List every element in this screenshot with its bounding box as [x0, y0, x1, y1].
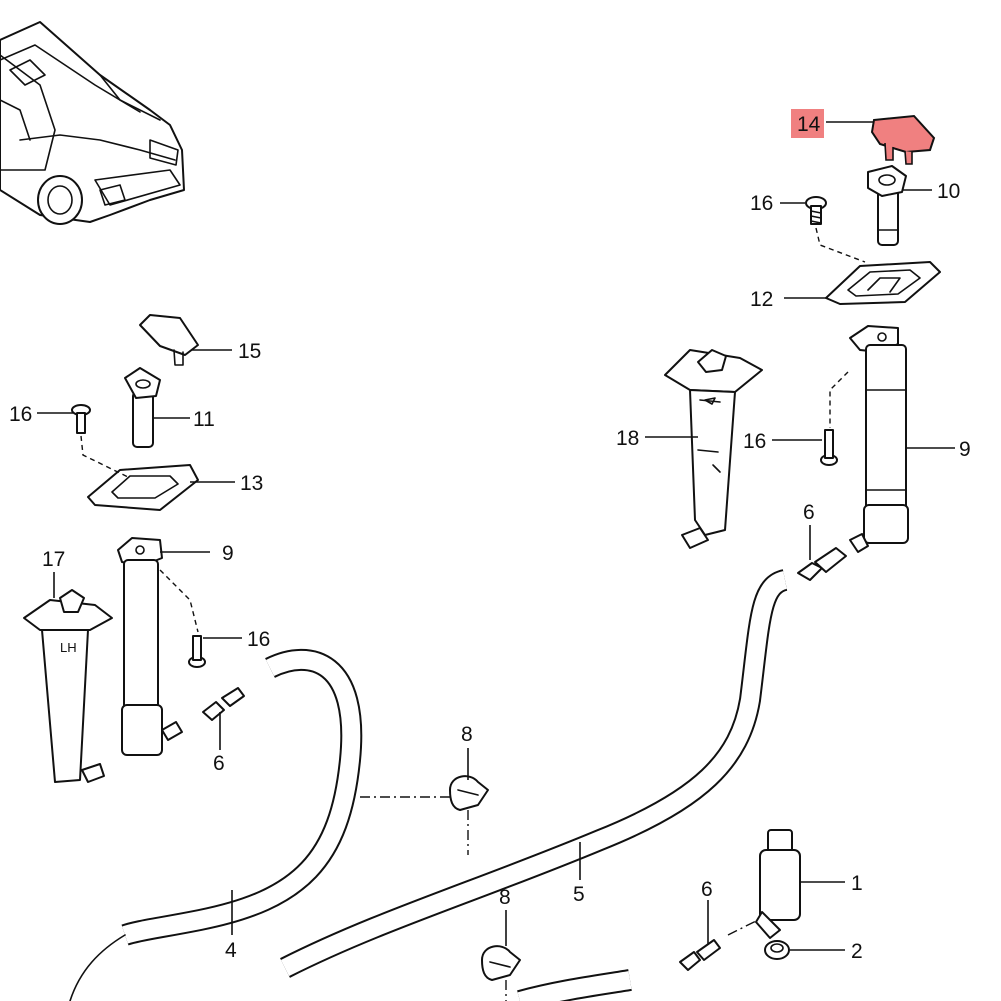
part-4-hose [69, 648, 363, 1001]
lower-hose-segment [517, 969, 632, 1001]
callout-10: 10 [937, 180, 960, 203]
vehicle-thumbnail [0, 21, 185, 225]
callout-16-right: 16 [743, 430, 766, 453]
part-11-nozzle [124, 367, 161, 448]
callout-2: 2 [851, 940, 863, 963]
cap-14-shape [870, 114, 936, 154]
part-9-cylinder-right [849, 325, 909, 553]
part-16-screw-top [805, 196, 827, 225]
callout-11: 11 [193, 408, 215, 431]
callout-labels: 14 10 16 12 9 16 18 6 15 11 16 13 9 16 1… [9, 113, 971, 963]
part-16-screw-left-top [71, 404, 91, 434]
part-14-cap-highlighted [870, 114, 936, 165]
callout-14-highlight [791, 109, 824, 138]
callout-4: 4 [225, 939, 237, 962]
callout-13: 13 [240, 472, 263, 495]
callout-9-left: 9 [222, 542, 234, 565]
callout-17: 17 [42, 548, 65, 571]
callout-14: 14 [797, 113, 821, 136]
assembly-lines [80, 227, 866, 1001]
part-1-pump [755, 829, 801, 939]
callout-1: 1 [851, 872, 863, 895]
callout-18: 18 [616, 427, 639, 450]
part-5-hose [280, 569, 789, 978]
callout-8-lower: 8 [499, 886, 511, 909]
lh-marking: LH [60, 640, 77, 655]
callout-6-right: 6 [803, 501, 815, 524]
part-6-connector-left [202, 687, 245, 721]
part-10-nozzle [867, 165, 907, 246]
part-12-bracket [825, 261, 941, 305]
part-13-bracket [87, 464, 199, 511]
part-16-screw-right [820, 429, 838, 466]
part-6-connector-right [797, 547, 847, 581]
callout-16-top-right: 16 [750, 192, 773, 215]
part-16-screw-left-bottom [188, 635, 206, 668]
callout-16-left-top: 16 [9, 403, 32, 426]
callout-8-upper: 8 [461, 723, 473, 746]
part-2-seal [764, 940, 790, 960]
callout-15: 15 [238, 340, 261, 363]
part-9-cylinder-left [117, 537, 183, 756]
callout-9-right: 9 [959, 438, 971, 461]
callout-16-left-bottom: 16 [247, 628, 270, 651]
part-17-washer-holder: LH [23, 589, 113, 783]
callout-6-bottom: 6 [701, 878, 713, 901]
part-6-connector-bottom [679, 939, 721, 971]
part-15-cap [139, 314, 199, 366]
callout-12: 12 [750, 288, 773, 311]
leader-lines [37, 121, 955, 951]
part-8-clip-upper [449, 775, 489, 811]
callout-6-left: 6 [213, 752, 225, 775]
part-8-clip-lower [481, 945, 521, 981]
callout-5: 5 [573, 883, 585, 906]
part-18-washer-holder [664, 349, 763, 549]
